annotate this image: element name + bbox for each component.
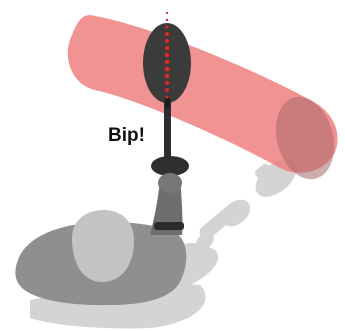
sound-label: Bip! — [108, 125, 145, 146]
beam-end-cap — [275, 96, 335, 180]
person-head — [72, 210, 134, 282]
target-dots — [164, 11, 170, 99]
wristwatch — [154, 222, 184, 230]
detector-handle — [151, 156, 189, 176]
detector-shaft — [164, 100, 171, 162]
detection-beam — [67, 15, 338, 180]
person-arm — [150, 180, 183, 235]
person-hand — [158, 173, 182, 193]
person-top-view-icon — [15, 173, 187, 306]
